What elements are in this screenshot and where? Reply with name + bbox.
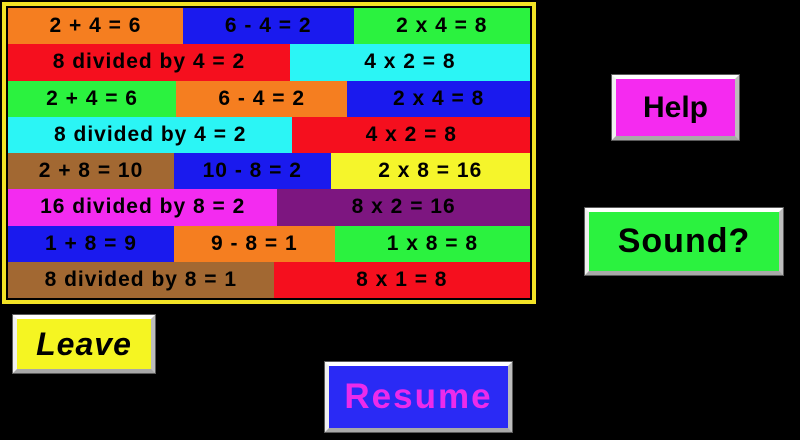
equation-cell[interactable]: 6 - 4 = 2: [176, 80, 348, 117]
equation-cell[interactable]: 10 - 8 = 2: [173, 153, 331, 190]
equation-cell[interactable]: 1 + 8 = 9: [8, 225, 174, 262]
equation-cell[interactable]: 4 x 2 = 8: [289, 44, 530, 81]
equation-cell[interactable]: 8 divided by 8 = 1: [8, 261, 274, 298]
equation-cell[interactable]: 6 - 4 = 2: [182, 8, 354, 45]
equation-cell[interactable]: 8 divided by 4 = 2: [8, 44, 290, 81]
equation-cell[interactable]: 2 x 4 = 8: [353, 8, 530, 45]
equation-cell[interactable]: 8 divided by 4 = 2: [8, 116, 293, 153]
equation-cell[interactable]: 1 x 8 = 8: [334, 225, 530, 262]
equation-cell[interactable]: 2 + 4 = 6: [8, 8, 183, 45]
sound-button[interactable]: Sound?: [585, 208, 783, 275]
equation-cell[interactable]: 16 divided by 8 = 2: [8, 189, 278, 226]
resume-button[interactable]: Resume: [325, 362, 512, 432]
equation-cell[interactable]: 4 x 2 = 8: [292, 116, 530, 153]
equation-cell[interactable]: 2 x 8 = 16: [330, 153, 530, 190]
equation-cell[interactable]: 2 + 8 = 10: [8, 153, 174, 190]
equation-cell[interactable]: 2 x 4 = 8: [347, 80, 530, 117]
equation-cell[interactable]: 2 + 4 = 6: [8, 80, 177, 117]
leave-button[interactable]: Leave: [13, 315, 155, 373]
equation-cell[interactable]: 8 x 1 = 8: [273, 261, 530, 298]
help-button[interactable]: Help: [612, 75, 739, 140]
equation-cell[interactable]: 9 - 8 = 1: [173, 225, 335, 262]
equation-cell[interactable]: 8 x 2 = 16: [277, 189, 530, 226]
